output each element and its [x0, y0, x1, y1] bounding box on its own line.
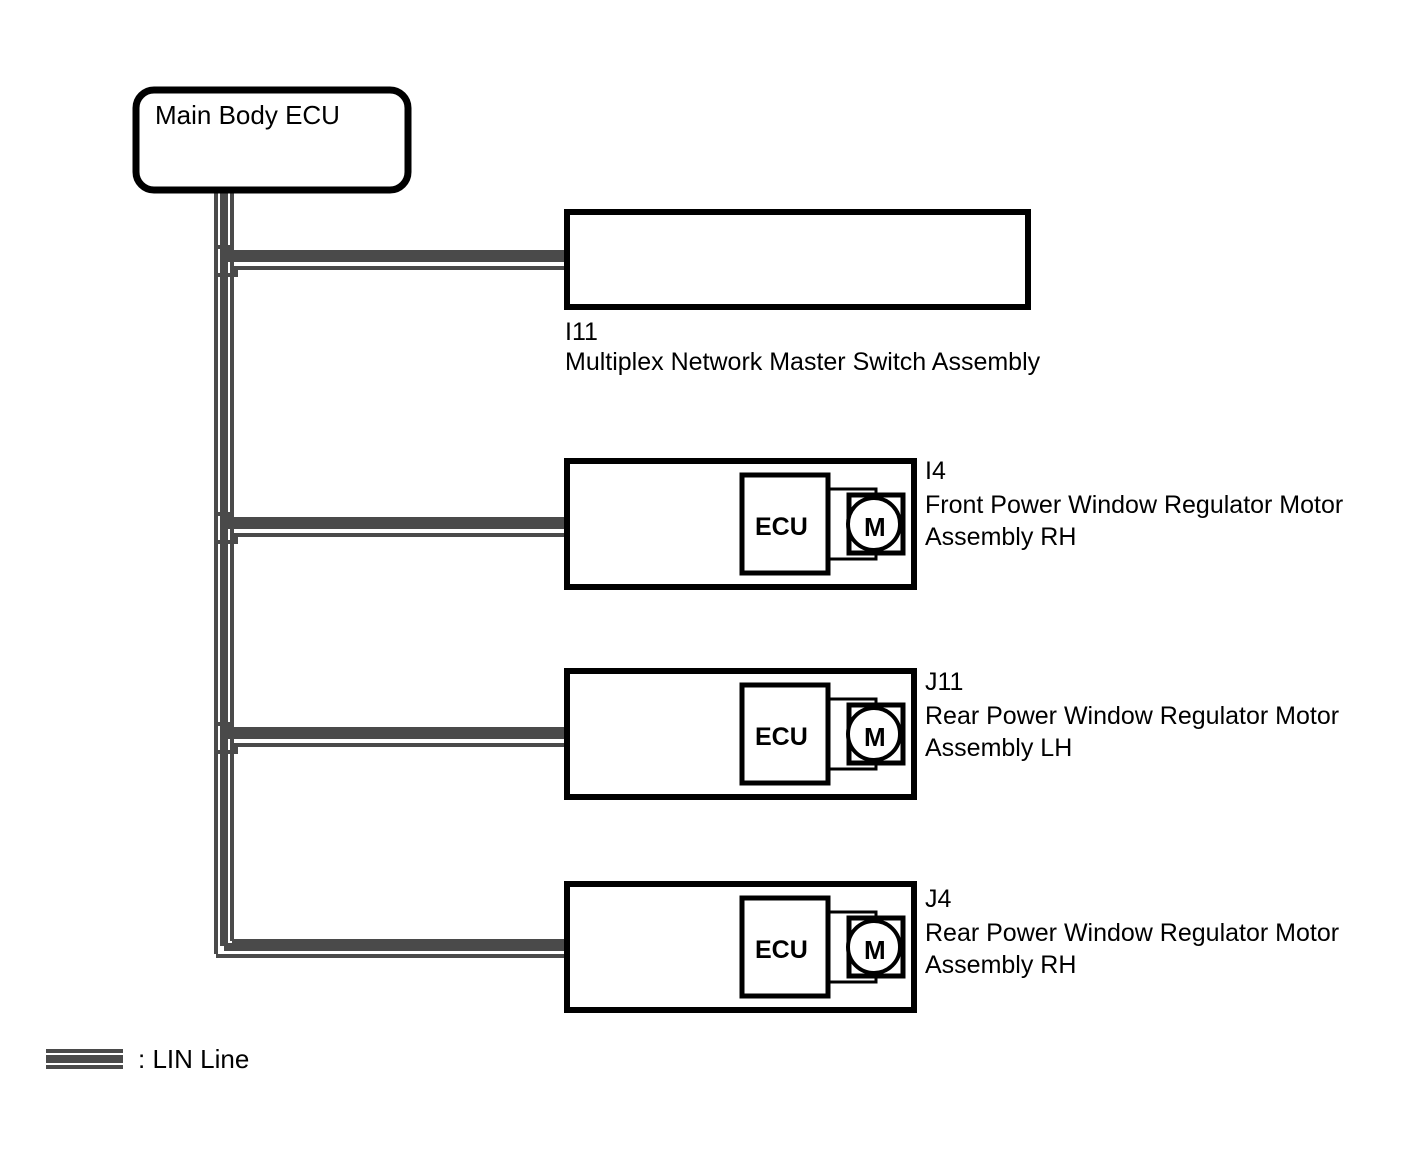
lin-bus-network — [214, 188, 570, 958]
lin-line-symbol — [46, 1049, 123, 1069]
main-body-ecu-box[interactable] — [132, 86, 412, 194]
i4-name-line2-label: Assembly RH — [925, 523, 1077, 551]
j11-inner-ecu-label: ECU — [755, 723, 808, 751]
main-body-ecu-label: Main Body ECU — [155, 100, 340, 130]
legend-text: : LIN Line — [138, 1044, 250, 1074]
j11-inner-ecu-box[interactable] — [739, 682, 831, 786]
i11-code-label: I11 — [565, 318, 598, 346]
lin-branch-j4 — [216, 939, 570, 958]
i4-motor-assembly-group[interactable] — [564, 458, 917, 590]
i4-inner-ecu-box[interactable] — [739, 472, 831, 576]
i4-code-label: I4 — [925, 457, 946, 485]
i4-name-line1-label: Front Power Window Regulator Motor — [925, 491, 1344, 519]
j11-motor-assembly-group[interactable] — [564, 668, 917, 800]
j4-inner-ecu-box[interactable] — [739, 895, 831, 999]
lin-branch-i11 — [216, 245, 570, 277]
j11-motor-label: M — [864, 722, 886, 752]
j4-motor-assembly-group[interactable] — [564, 881, 917, 1013]
j4-code-label: J4 — [925, 885, 952, 913]
i11-name-label: Multiplex Network Master Switch Assembly — [565, 348, 1041, 376]
j4-name-line1-label: Rear Power Window Regulator Motor — [925, 919, 1340, 947]
lin-branch-j11 — [216, 722, 570, 754]
j11-motor-circle — [846, 706, 902, 762]
lin-branch-i4 — [216, 512, 570, 544]
j4-inner-ecu-label: ECU — [755, 936, 808, 964]
j11-name-line2-label: Assembly LH — [925, 734, 1073, 762]
j4-motor-label: M — [864, 935, 886, 965]
i4-inner-ecu-label: ECU — [755, 513, 808, 541]
j4-motor-circle — [846, 919, 902, 975]
j11-name-line1-label: Rear Power Window Regulator Motor — [925, 702, 1340, 730]
j4-name-line2-label: Assembly RH — [925, 951, 1077, 979]
i11-switch-assembly-box[interactable] — [564, 209, 1031, 310]
i4-motor-circle — [846, 496, 902, 552]
j11-code-label: J11 — [925, 668, 964, 696]
i4-motor-label: M — [864, 512, 886, 542]
